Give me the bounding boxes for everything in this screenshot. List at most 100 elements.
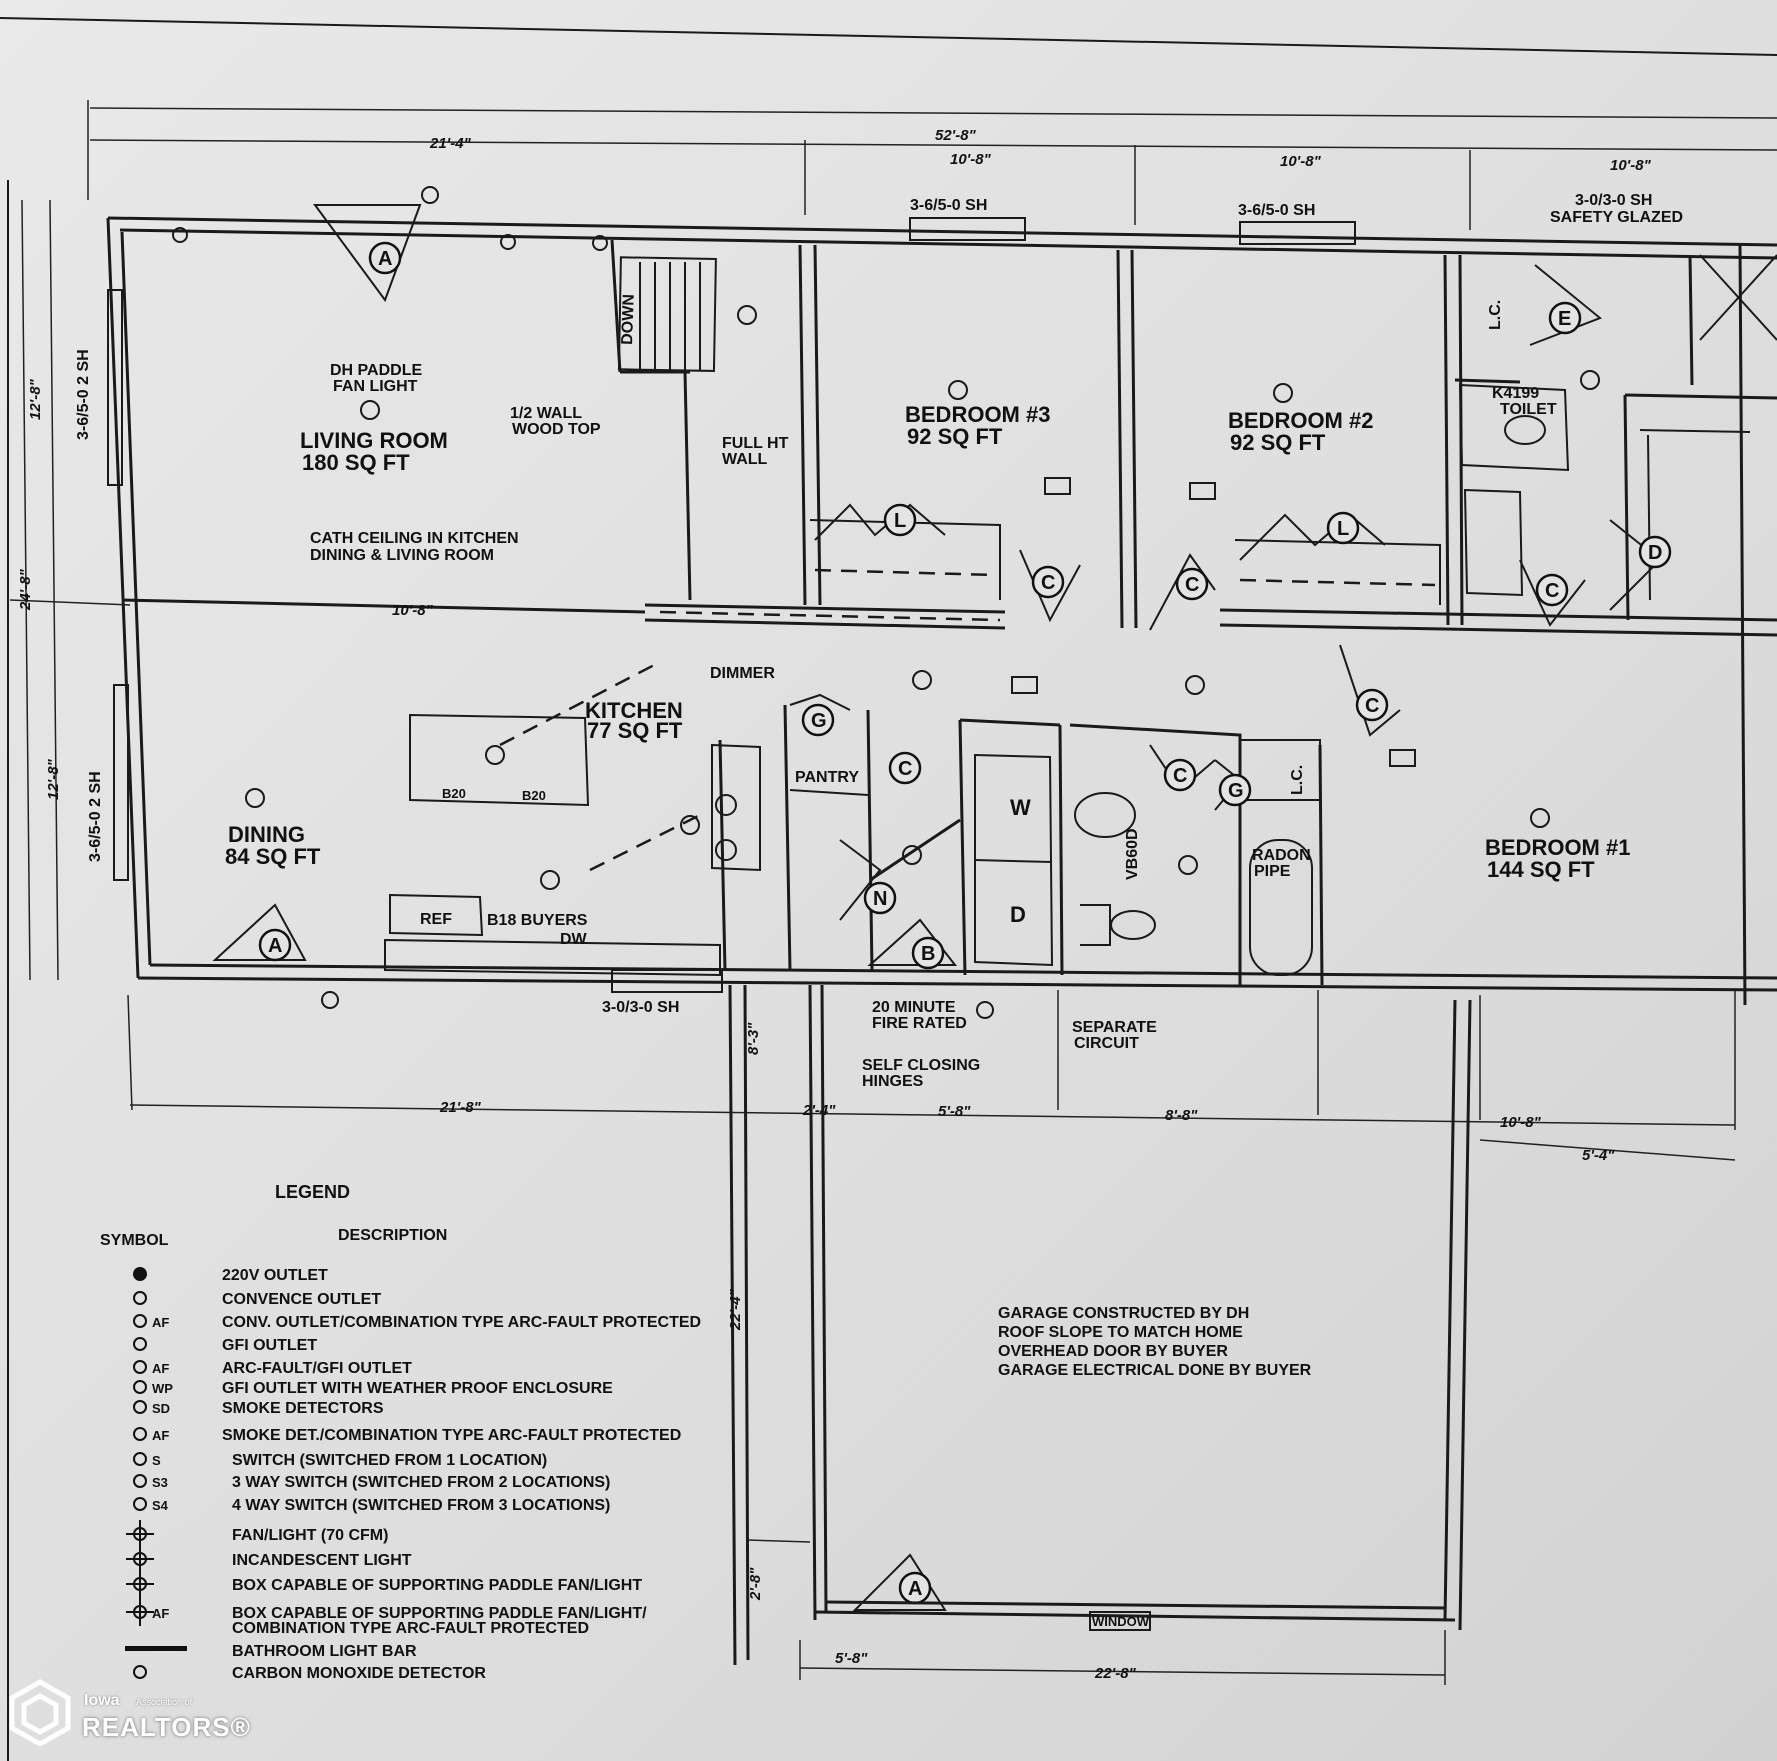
dim-walk-a: 8'-3" (745, 1022, 762, 1055)
full-wall-note-1: FULL HT (722, 435, 789, 452)
dim-bottom-b: 2'-4" (802, 1102, 836, 1119)
legend-item-text: INCANDESCENT LIGHT (232, 1552, 412, 1569)
dim-garage-left: 5'-8" (835, 1650, 868, 1667)
four-way-switch-icon (133, 1497, 147, 1511)
door-tag-c-5 (1163, 758, 1197, 792)
svg-text:C: C (1545, 580, 1559, 602)
dining-name: DINING (228, 822, 305, 847)
svg-text:L: L (1337, 518, 1349, 540)
door-tag-a-1 (368, 241, 402, 275)
kitchen-area: 77 SQ FT (587, 718, 683, 743)
af-gfi-outlet-icon (133, 1360, 147, 1374)
legend-item-text: CONVENCE OUTLET (222, 1291, 381, 1308)
dim-left-top: 21'-4" (429, 135, 472, 152)
left-dimension-lines: 12'-8" 24'-8" 12'-8" (9, 199, 131, 981)
separate-circuit-note-2: CIRCUIT (1074, 1035, 1139, 1052)
svg-text:C: C (1185, 574, 1199, 596)
separate-circuit-note-1: SEPARATE (1072, 1019, 1157, 1036)
logo-realtors: REALTORS® (82, 1712, 251, 1742)
legend-item-code: AF (152, 1361, 169, 1376)
window-dining-side: 3-6/5-0 2 SH (87, 771, 104, 862)
legend-col-desc: DESCRIPTION (338, 1227, 447, 1244)
interior-walls (121, 239, 1777, 986)
window-bath-top-1: 3-0/3-0 SH (1575, 192, 1652, 209)
dim-garage-depth: 22'-4" (727, 1288, 744, 1331)
svg-text:B: B (921, 943, 935, 965)
legend-item-code: AF (152, 1428, 169, 1443)
dim-bottom-d: 8'-8" (1165, 1107, 1198, 1124)
dim-overall: 52'-8" (935, 127, 977, 144)
legend-item: FAN/LIGHT (70 CFM) (232, 1527, 388, 1544)
legend-item-text: SWITCH (SWITCHED FROM 1 LOCATION) (232, 1452, 547, 1469)
outlet-220v-icon (133, 1267, 147, 1281)
legend-item: 220V OUTLET (222, 1267, 328, 1284)
garage-note-3: OVERHEAD DOOR BY BUYER (998, 1343, 1228, 1360)
radon-note-1: RADON (1252, 847, 1311, 864)
svg-text:C: C (898, 758, 912, 780)
realtors-house-icon (9, 1679, 71, 1746)
svg-text:A: A (268, 935, 282, 957)
window-kitchen-bottom: 3-0/3-0 SH (602, 999, 679, 1016)
dim-bottom-e: 10'-8" (1500, 1114, 1542, 1131)
door-tags: A A A B C C C C C C D E G (212, 204, 1672, 1611)
svg-text:E: E (1558, 308, 1571, 330)
linen-closet-1: L.C. (1487, 300, 1504, 330)
legend-item-code: S (152, 1453, 161, 1468)
door-tag-d (1638, 535, 1672, 569)
legend-item-text: FAN/LIGHT (70 CFM) (232, 1527, 388, 1544)
door-tag-l-1 (883, 503, 917, 537)
dim-bottom-f: 5'-4" (1582, 1147, 1615, 1164)
dim-height-total: 24'-8" (17, 568, 34, 611)
half-wall-note-2: WOOD TOP (512, 421, 601, 438)
legend-item-text: SMOKE DET./COMBINATION TYPE ARC-FAULT PR… (222, 1427, 681, 1444)
dim-seg-b: 10'-8" (1280, 153, 1322, 170)
door-tag-c-3 (1535, 573, 1569, 607)
dim-seg-a: 10'-8" (950, 151, 992, 168)
gfi-wp-outlet-icon (133, 1380, 147, 1394)
convenience-outlet-icon (133, 1291, 147, 1305)
legend-item-code: AF (152, 1606, 169, 1621)
window-living-side: 3-6/5-0 2 SH (75, 349, 92, 440)
legend-item: AF SMOKE DET./COMBINATION TYPE ARC-FAULT … (152, 1427, 681, 1444)
bedroom1-name: BEDROOM #1 (1485, 835, 1630, 860)
dimmer-note: DIMMER (710, 665, 775, 682)
svg-text:C: C (1365, 695, 1379, 717)
dim-seg-c: 10'-8" (1610, 157, 1652, 174)
logo-association: Association of (136, 1697, 193, 1707)
living-room-name: LIVING ROOM (300, 428, 448, 453)
toilet-model-1: K4199 (1492, 385, 1539, 402)
legend-item-text: BOX CAPABLE OF SUPPORTING PADDLE FAN/LIG… (232, 1605, 647, 1622)
legend-item: BATHROOM LIGHT BAR (232, 1643, 417, 1660)
washer-label: W (1010, 795, 1031, 820)
garage-note-2: ROOF SLOPE TO MATCH HOME (998, 1324, 1243, 1341)
svg-text:C: C (1173, 765, 1187, 787)
dryer-label: D (1010, 902, 1026, 927)
fan-box-icon (126, 1570, 154, 1598)
door-tag-b (911, 936, 945, 970)
fire-rated-note-1: 20 MINUTE (872, 999, 956, 1016)
ref-label: REF (420, 911, 452, 928)
dim-walk-b: 2'-8" (747, 1567, 764, 1601)
half-wall-note-1: 1/2 WALL (510, 405, 582, 422)
bedroom1-area: 144 SQ FT (1487, 857, 1595, 882)
three-way-switch-icon (133, 1474, 147, 1488)
stairs-down-label: DOWN (619, 294, 638, 345)
legend-item-text: GFI OUTLET WITH WEATHER PROOF ENCLOSURE (222, 1380, 613, 1397)
cath-ceiling-note-1: CATH CEILING IN KITCHEN (310, 530, 519, 547)
legend-item: S SWITCH (SWITCHED FROM 1 LOCATION) (152, 1452, 547, 1469)
svg-text:C: C (1041, 572, 1055, 594)
window-bed2-top: 3-6/5-0 SH (1238, 202, 1315, 219)
bedroom2-area: 92 SQ FT (1230, 430, 1326, 455)
vanity-label: VB60D (1124, 828, 1141, 880)
garage-window-label: WINDOW (1092, 1614, 1150, 1629)
cabinet-b20-1: B20 (442, 786, 466, 801)
legend-item: GFI OUTLET (222, 1337, 317, 1354)
svg-text:D: D (1648, 542, 1662, 564)
door-tag-g-2 (1218, 773, 1252, 807)
legend-item-text: CONV. OUTLET/COMBINATION TYPE ARC-FAULT … (222, 1314, 701, 1331)
